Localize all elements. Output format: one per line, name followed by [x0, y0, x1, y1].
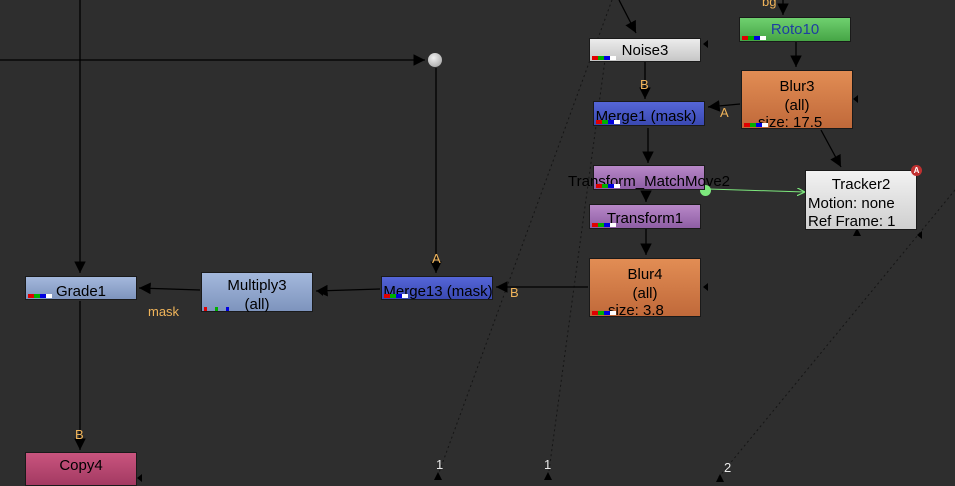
expression-link-number: 1 [436, 457, 444, 472]
channel-indicator [592, 223, 616, 227]
node-line-3: Ref Frame: 1 [808, 213, 896, 230]
channel-indicator [592, 56, 616, 60]
node-line-1: Blur3 [779, 78, 815, 95]
node-line-2: (all) [784, 97, 810, 114]
node-label: Noise3 [621, 42, 669, 59]
channel-indicator [384, 294, 408, 298]
expression-link-number: 2 [724, 460, 732, 475]
tracker-badge: A [911, 165, 922, 176]
tracker-link [707, 189, 805, 192]
input-label-bg: bg [762, 0, 777, 9]
node-transform-matchmove2[interactable]: Transform_MatchMove2 [568, 165, 730, 190]
expression-link-number: 1 [544, 457, 552, 472]
node-roto10[interactable]: Roto10 [739, 17, 851, 42]
channel-indicator [742, 36, 766, 40]
node-blur4[interactable]: Blur4 (all) size: 3.8 [589, 258, 701, 319]
tracker-link-handle[interactable] [700, 185, 711, 196]
node-label: Merge13 (mask) [383, 283, 493, 300]
channel-indicator [596, 184, 620, 188]
node-label: Transform_MatchMove2 [568, 173, 730, 190]
node-label: Roto10 [770, 21, 820, 38]
node-noise3[interactable]: Noise3 [589, 38, 701, 62]
input-label-mask: mask [148, 304, 180, 319]
node-label: Merge1 (mask) [595, 108, 697, 125]
expression-links [436, 0, 955, 479]
input-label-copy-b: B [75, 427, 84, 442]
input-label-merge13-b: B [510, 285, 519, 300]
channel-indicator [744, 123, 768, 127]
dot-node[interactable] [428, 53, 442, 67]
pipes [0, 0, 842, 450]
node-multiply3[interactable]: Multiply3 (all) [201, 272, 313, 313]
node-line-1: Tracker2 [831, 176, 891, 193]
node-merge13[interactable]: Merge13 (mask) [381, 276, 493, 300]
channel-indicator [204, 307, 237, 311]
node-copy4[interactable]: Copy4 [25, 452, 137, 486]
node-grade1[interactable]: Grade1 [25, 276, 137, 300]
node-line-3: size: 3.8 [608, 302, 664, 319]
node-label: Grade1 [55, 283, 107, 300]
channel-indicator [28, 294, 52, 298]
input-label-merge1-a: A [720, 105, 729, 120]
node-line-2: (all) [632, 285, 658, 302]
node-line-3: size: 17.5 [758, 114, 823, 131]
node-line-2: (all) [244, 296, 270, 313]
node-transform1[interactable]: Transform1 [589, 204, 701, 229]
input-label-merge13-a: A [432, 251, 441, 266]
node-line-2: Motion: none [808, 195, 895, 212]
node-line-1: Multiply3 [227, 277, 287, 294]
node-merge1[interactable]: Merge1 (mask) [593, 101, 705, 126]
channel-indicator [592, 311, 616, 315]
node-blur3[interactable]: Blur3 (all) size: 17.5 [741, 70, 853, 131]
node-label: Copy4 [59, 457, 103, 474]
node-label: Transform1 [606, 210, 684, 227]
node-line-1: Blur4 [627, 266, 663, 283]
input-label-noise-b: B [640, 77, 649, 92]
input-arrow-tips [137, 40, 922, 482]
channel-indicator [596, 120, 620, 124]
node-tracker2[interactable]: A Tracker2 Motion: none Ref Frame: 1 [805, 165, 922, 230]
